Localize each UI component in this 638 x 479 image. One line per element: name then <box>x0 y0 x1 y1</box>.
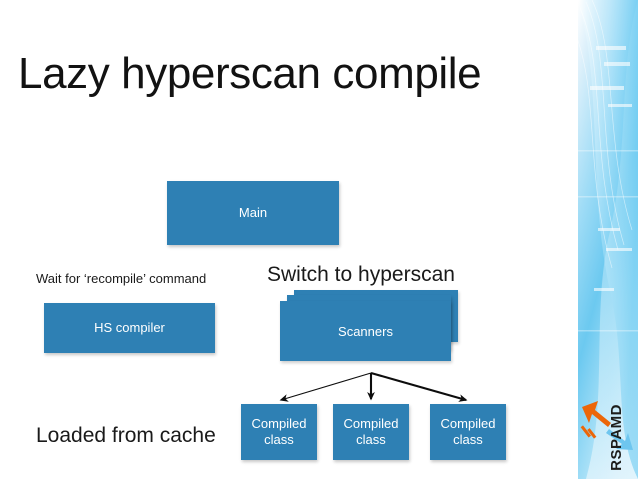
sidebar-graphic <box>578 0 638 479</box>
rspamd-logo: RSPAMD <box>578 379 636 475</box>
process-box-hs-compiler[interactable]: HS compiler <box>44 303 215 353</box>
annotation-loaded-from-cache: Loaded from cache <box>36 424 216 447</box>
process-box-compiled-class-2-label: Compiled class <box>344 416 399 448</box>
process-box-hs-compiler-label: HS compiler <box>94 320 165 335</box>
process-box-compiled-class-1-label: Compiled class <box>252 416 307 448</box>
scanners-stack-layer-front[interactable]: Scanners <box>280 301 451 361</box>
compiled-class-line2: class <box>356 432 386 447</box>
process-box-scanners-label: Scanners <box>338 323 393 339</box>
process-box-compiled-class-3-label: Compiled class <box>441 416 496 448</box>
compiled-class-line1: Compiled <box>343 416 399 431</box>
decorative-sidebar <box>578 0 638 479</box>
page-title: Lazy hyperscan compile <box>18 49 482 98</box>
arrow-up-left-icon <box>580 401 611 439</box>
rspamd-logo-text: RSPAMD <box>608 404 625 471</box>
compiled-class-line2: class <box>453 432 483 447</box>
compiled-class-line1: Compiled <box>440 416 496 431</box>
annotation-wait-recompile: Wait for ‘recompile’ command <box>36 271 207 286</box>
compiled-class-line2: class <box>264 432 294 447</box>
process-box-compiled-class-3[interactable]: Compiled class <box>430 404 506 460</box>
process-box-main-label: Main <box>238 205 268 220</box>
process-box-compiled-class-2[interactable]: Compiled class <box>333 404 409 460</box>
process-box-main[interactable]: Main <box>167 181 339 245</box>
process-box-scanners-stack[interactable]: Scanners <box>280 290 458 372</box>
process-box-compiled-class-1[interactable]: Compiled class <box>241 404 317 460</box>
compiled-class-line1: Compiled <box>251 416 307 431</box>
arrow-down-right-icon <box>606 429 633 450</box>
annotation-switch-to-hyperscan: Switch to hyperscan <box>267 263 455 286</box>
rspamd-logo-arrows <box>580 401 633 450</box>
